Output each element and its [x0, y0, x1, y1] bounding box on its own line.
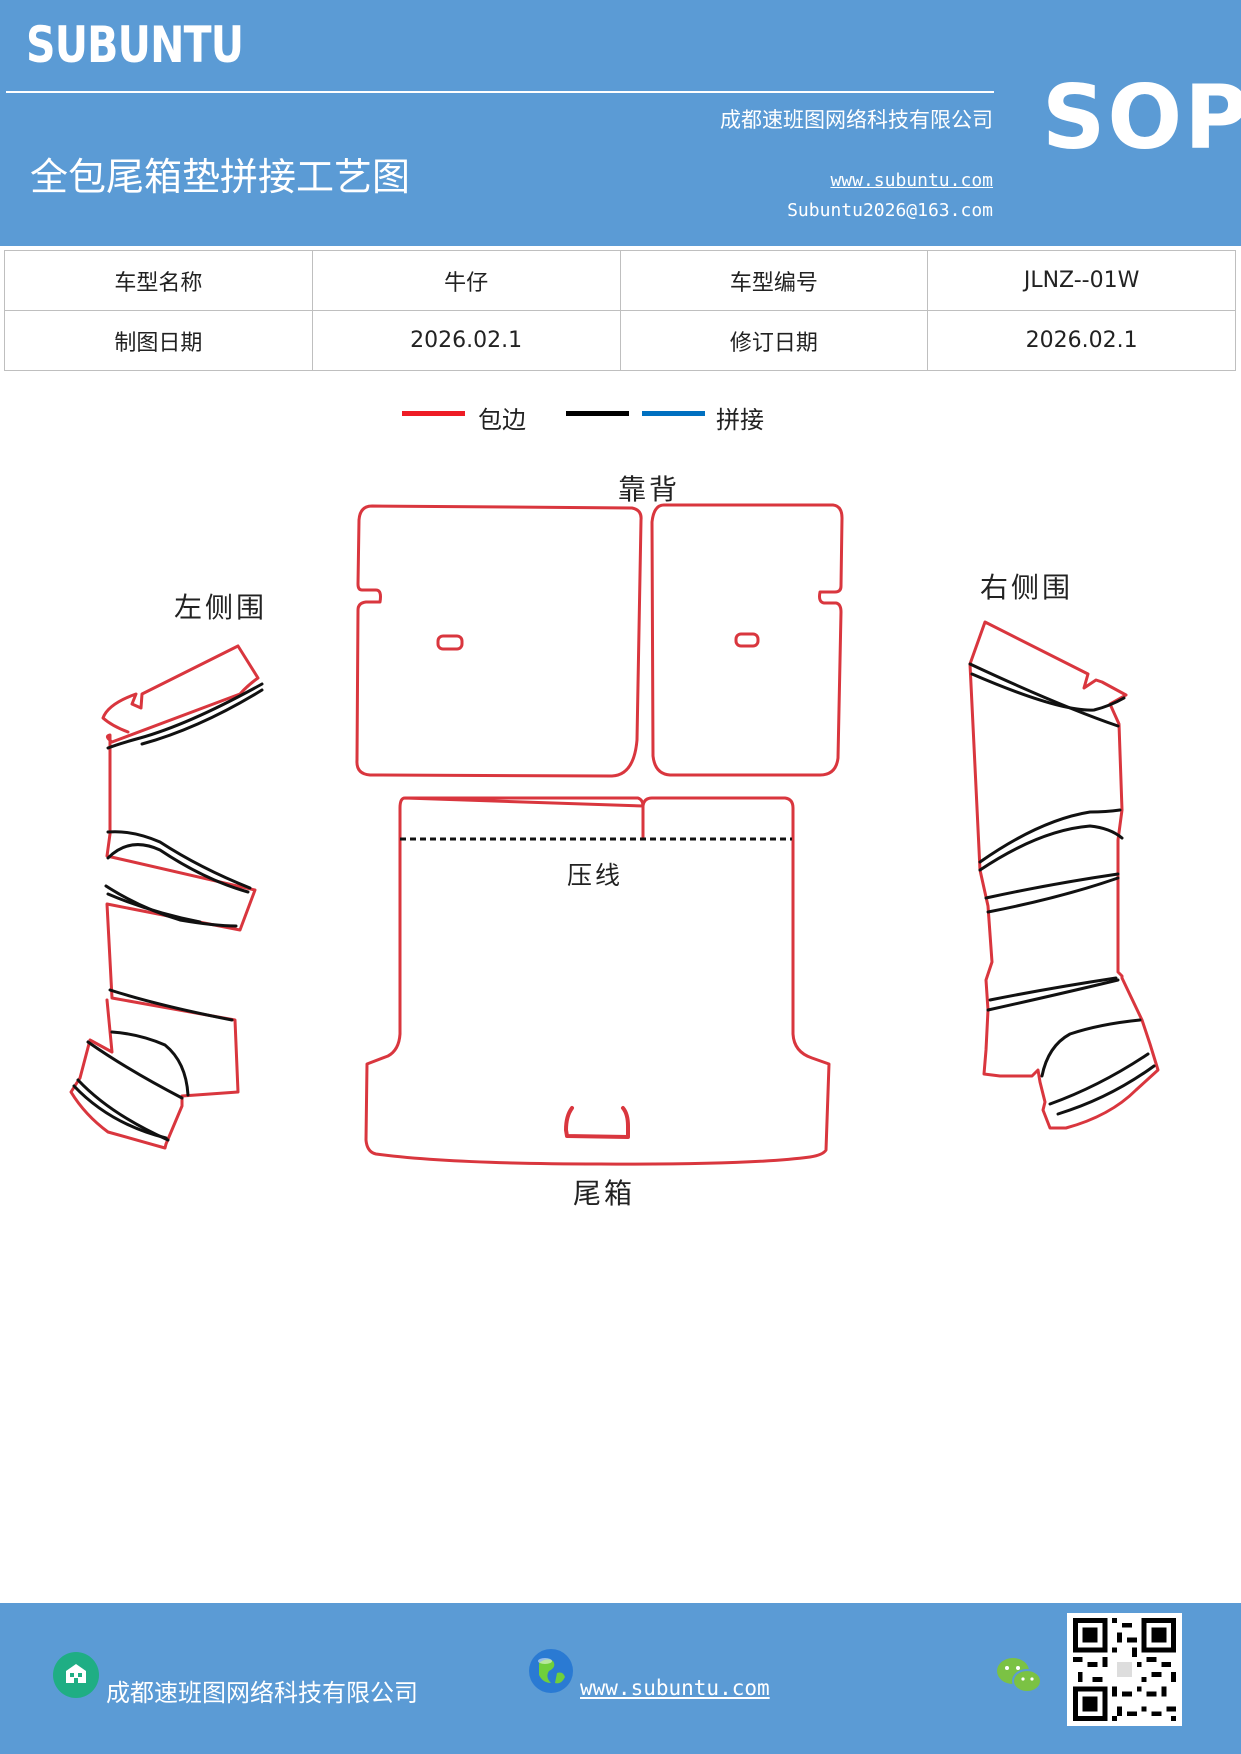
right-seam-3 — [978, 808, 1122, 864]
trunk-handle-cutout — [564, 1106, 630, 1139]
left-seam-9 — [86, 1040, 184, 1100]
legend: 包边 拼接 — [0, 400, 1241, 440]
label-backrest: 靠背 — [618, 473, 681, 506]
backrest-left-slot — [436, 634, 464, 651]
globe-icon — [529, 1649, 573, 1693]
header-company: 成都速班图网络科技有限公司 — [720, 108, 993, 132]
right-seam-7 — [988, 976, 1118, 1002]
right-seam-10 — [1048, 1052, 1150, 1106]
right-seam-4 — [978, 824, 1124, 872]
header-divider — [6, 91, 994, 93]
legend-label-splice: 拼接 — [716, 406, 764, 434]
right-seam-5 — [984, 872, 1120, 900]
right-side-panel — [968, 620, 1160, 1130]
table-cell-label: 车型名称 — [4, 250, 313, 311]
left-seam-5 — [104, 884, 238, 928]
table-cell-value: 2026.02.1 — [927, 310, 1236, 371]
left-seam-7 — [108, 988, 234, 1022]
left-side-panel — [69, 644, 260, 1150]
sop-badge: SOP — [1042, 66, 1241, 169]
label-trunk: 尾箱 — [573, 1177, 636, 1210]
wechat-icon[interactable] — [995, 1655, 1043, 1697]
legend-swatch-edging — [402, 411, 465, 416]
backrest-right-slot — [734, 632, 760, 648]
table-cell-value: JLNZ--01W — [927, 250, 1236, 311]
left-seam-10 — [76, 1078, 170, 1142]
label-crease: 压线 — [567, 861, 624, 890]
legend-swatch-splice — [642, 411, 705, 416]
left-seam-1 — [106, 682, 264, 750]
header-banner: SUBUNTU 成都速班图网络科技有限公司 全包尾箱垫拼接工艺图 www.sub… — [0, 0, 1241, 246]
left-seam-8 — [110, 1030, 190, 1097]
header-website-link[interactable]: www.subuntu.com — [830, 170, 993, 191]
vehicle-info-table: 车型名称 牛仔 车型编号 JLNZ--01W 制图日期 2026.02.1 修订… — [4, 250, 1236, 371]
brand-logo: SUBUNTU — [26, 16, 244, 74]
qr-code — [1067, 1613, 1182, 1726]
table-cell-value: 2026.02.1 — [311, 310, 621, 371]
right-seam-2 — [970, 672, 1126, 712]
right-seam-6 — [986, 876, 1120, 914]
header-email[interactable]: Subuntu2026@163.com — [787, 200, 993, 221]
legend-label-edging: 包边 — [478, 406, 526, 434]
right-seam-1 — [968, 662, 1120, 728]
table-cell-label: 车型编号 — [619, 250, 929, 311]
footer-company: 成都速班图网络科技有限公司 — [106, 1679, 418, 1707]
footer-banner: 成都速班图网络科技有限公司 www.subuntu.com — [0, 1603, 1241, 1754]
table-cell-value: 牛仔 — [311, 250, 621, 311]
table-cell-label: 修订日期 — [619, 310, 929, 371]
left-seam-4 — [106, 843, 250, 894]
left-seam-3 — [106, 830, 252, 890]
right-seam-11 — [1056, 1064, 1156, 1116]
building-icon — [53, 1652, 99, 1698]
table-row: 车型名称 牛仔 车型编号 JLNZ--01W — [4, 250, 1236, 311]
left-seam-2 — [140, 688, 264, 746]
document-title: 全包尾箱垫拼接工艺图 — [30, 155, 411, 199]
footer-website-link[interactable]: www.subuntu.com — [580, 1676, 770, 1700]
table-cell-label: 制图日期 — [4, 310, 313, 371]
label-right-side: 右侧围 — [980, 571, 1074, 604]
legend-swatch-black — [566, 411, 629, 416]
right-seam-9 — [1040, 1018, 1142, 1078]
table-row: 制图日期 2026.02.1 修订日期 2026.02.1 — [4, 310, 1236, 371]
left-seam-11 — [72, 1084, 168, 1140]
label-left-side: 左侧围 — [174, 591, 268, 624]
trunk-floor-panel — [364, 796, 831, 1166]
right-seam-8 — [986, 978, 1120, 1012]
backrest-right-panel — [650, 503, 844, 777]
backrest-left-panel — [355, 504, 643, 778]
left-seam-6 — [106, 892, 202, 924]
